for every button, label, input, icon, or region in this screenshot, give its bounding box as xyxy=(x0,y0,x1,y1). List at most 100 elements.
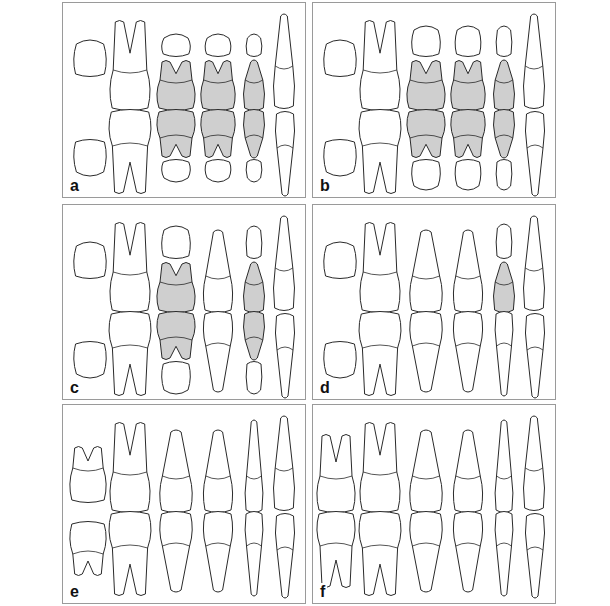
cervical-line xyxy=(456,343,480,346)
cervical-line xyxy=(525,66,543,69)
cervical-line xyxy=(456,543,480,546)
tooth-outline xyxy=(74,140,106,177)
cervical-line xyxy=(497,343,512,346)
cervical-line xyxy=(247,543,262,546)
tooth-outline xyxy=(524,14,545,109)
cervical-line xyxy=(363,472,397,475)
stage-panel: f xyxy=(312,404,556,604)
cervical-line xyxy=(412,343,439,346)
tooth-outline xyxy=(524,216,545,311)
tooth-outline xyxy=(244,60,265,111)
cervical-line xyxy=(363,70,397,73)
tooth-outline xyxy=(524,416,545,511)
panel-letter: f xyxy=(318,583,327,601)
tooth-outline xyxy=(495,512,513,597)
cervical-line xyxy=(527,347,543,350)
cervical-line xyxy=(412,276,439,279)
cervical-line xyxy=(410,80,442,83)
cervical-line xyxy=(245,135,263,138)
tooth-outline xyxy=(275,112,294,197)
cervical-line xyxy=(412,543,439,546)
tooth-outline xyxy=(110,423,150,513)
tooth-outline xyxy=(162,226,191,259)
tooth-outline xyxy=(525,314,544,399)
tooth-outline xyxy=(74,342,106,379)
tooth-outline xyxy=(109,110,151,194)
tooth-outline xyxy=(74,40,106,77)
tooth-outline xyxy=(275,514,294,599)
tooth-outline xyxy=(157,110,195,158)
tooth-outline xyxy=(70,522,106,576)
cervical-line xyxy=(113,272,147,275)
cervical-line xyxy=(525,268,543,271)
cervical-line xyxy=(454,135,483,138)
tooth-outline xyxy=(494,110,515,159)
tooth-outline xyxy=(453,430,482,513)
tooth-outline xyxy=(360,223,400,313)
tooth-outline xyxy=(412,160,441,191)
tooth-outline xyxy=(203,230,232,313)
tooth-outline xyxy=(496,26,512,57)
tooth-outline xyxy=(157,61,195,111)
cervical-line xyxy=(245,282,263,285)
tooth-outline xyxy=(360,21,400,111)
tooth-outline xyxy=(496,160,512,191)
cervical-line xyxy=(495,135,513,138)
tooth-outline xyxy=(244,262,265,313)
cervical-line xyxy=(275,468,293,471)
cervical-line xyxy=(247,476,262,479)
tooth-outline xyxy=(109,312,151,396)
cervical-line xyxy=(320,476,352,479)
tooth-outline xyxy=(70,447,106,503)
cervical-line xyxy=(113,472,147,475)
tooth-outline xyxy=(162,160,191,183)
tooth-outline xyxy=(360,423,400,513)
cervical-line xyxy=(454,80,483,83)
tooth-outline xyxy=(201,61,235,111)
tooth-outline xyxy=(525,514,544,599)
cervical-line xyxy=(113,70,147,73)
cervical-line xyxy=(320,543,352,546)
tooth-outline xyxy=(407,110,445,158)
cervical-line xyxy=(204,80,233,83)
cervical-line xyxy=(206,543,230,546)
tooth-outline xyxy=(203,312,232,393)
tooth-outline xyxy=(246,362,262,395)
tooth-outline xyxy=(162,362,191,395)
dentition-stage xyxy=(317,416,545,598)
tooth-outline xyxy=(495,420,513,513)
tooth-outline xyxy=(453,312,482,393)
tooth-outline xyxy=(455,26,481,57)
cervical-line xyxy=(362,143,397,146)
stage-panel: c xyxy=(62,204,306,400)
tooth-outline xyxy=(451,61,485,111)
tooth-outline xyxy=(157,312,195,360)
tooth-outline xyxy=(410,312,442,393)
cervical-line xyxy=(204,135,233,138)
cervical-line xyxy=(160,337,192,340)
tooth-outline xyxy=(359,512,401,596)
cervical-line xyxy=(527,547,543,550)
tooth-outline xyxy=(162,34,191,57)
dentition-stage xyxy=(324,14,545,196)
cervical-line xyxy=(456,476,480,479)
stage-panel: a xyxy=(62,2,306,198)
cervical-line xyxy=(73,551,103,554)
tooth-outline xyxy=(496,224,512,259)
cervical-line xyxy=(245,80,263,83)
tooth-outline xyxy=(324,140,356,177)
tooth-outline xyxy=(324,342,356,379)
tooth-outline xyxy=(455,160,481,191)
tooth-outline xyxy=(495,312,513,397)
tooth-outline xyxy=(451,110,485,158)
panel-letter: c xyxy=(68,379,81,397)
tooth-outline xyxy=(203,512,232,593)
cervical-line xyxy=(245,337,263,340)
tooth-outline xyxy=(203,430,232,513)
cervical-line xyxy=(206,343,230,346)
cervical-line xyxy=(495,80,513,83)
tooth-outline xyxy=(525,112,544,197)
stage-panel: e xyxy=(62,404,306,604)
cervical-line xyxy=(275,66,293,69)
